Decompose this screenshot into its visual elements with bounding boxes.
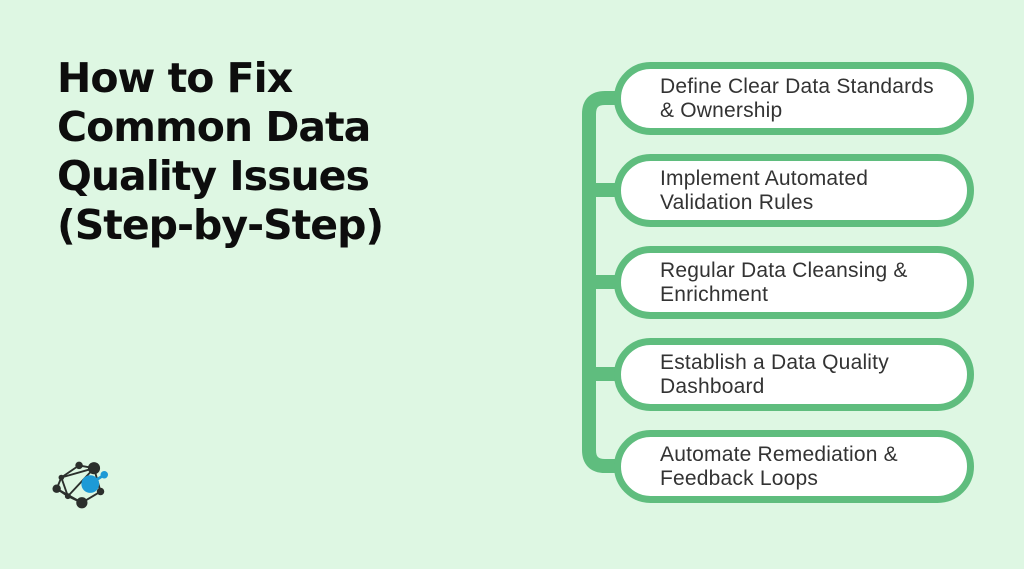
step-label-line: Regular Data Cleansing & bbox=[660, 259, 908, 282]
step-label-line: Feedback Loops bbox=[660, 466, 819, 490]
title-line: (Step-by-Step) bbox=[57, 201, 384, 249]
network-graph-logo-icon bbox=[52, 461, 108, 509]
step-card-3: Regular Data Cleansing & Enrichment bbox=[614, 246, 974, 319]
step-label-line: Enrichment bbox=[660, 282, 769, 306]
step-card-1: Define Clear Data Standards & Ownership bbox=[614, 62, 974, 135]
step-card-5: Automate Remediation & Feedback Loops bbox=[614, 430, 974, 503]
title-line: Common Data bbox=[57, 103, 371, 151]
step-label-line: Define Clear Data Standards bbox=[660, 75, 934, 98]
step-label-line: Validation Rules bbox=[660, 190, 814, 214]
step-card-4: Establish a Data Quality Dashboard bbox=[614, 338, 974, 411]
step-label-line: & Ownership bbox=[660, 98, 783, 122]
step-label-line: Implement Automated bbox=[660, 167, 869, 190]
page-title: How to Fix Common Data Quality Issues (S… bbox=[57, 54, 437, 250]
step-label-line: Establish a Data Quality bbox=[660, 351, 889, 374]
step-label-line: Dashboard bbox=[660, 374, 765, 398]
logo-blue-node bbox=[81, 471, 108, 493]
step-card-2: Implement Automated Validation Rules bbox=[614, 154, 974, 227]
step-label-line: Automate Remediation & bbox=[660, 443, 898, 466]
logo-nodes bbox=[52, 461, 105, 509]
title-line: Quality Issues bbox=[57, 152, 370, 200]
title-line: How to Fix bbox=[57, 54, 293, 102]
